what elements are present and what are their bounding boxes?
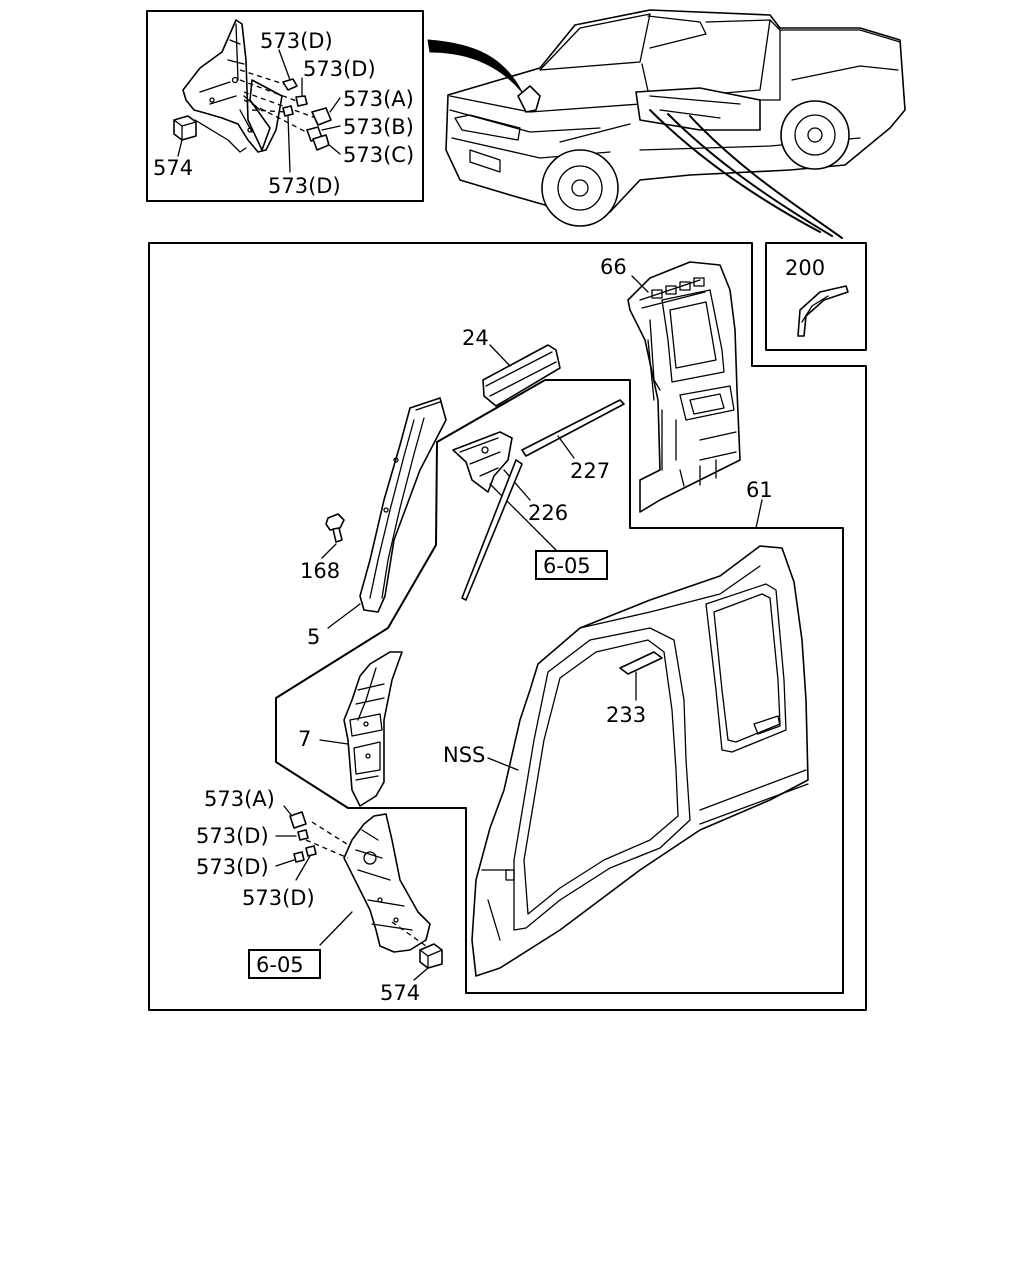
callout-168: 168 bbox=[300, 559, 340, 583]
clip-573d-c bbox=[282, 105, 294, 117]
clip-573d-lower-1 bbox=[297, 829, 309, 841]
callout-5: 5 bbox=[307, 625, 320, 649]
callout-573a-lower: 573(A) bbox=[204, 787, 275, 811]
ref-box-6-05-lower[interactable]: 6-05 bbox=[248, 949, 321, 979]
inset-box-clips: 573(D) 573(D) 573(A) 573(B) 573(C) 574 5… bbox=[146, 10, 424, 202]
lower-fender-assembly: 573(A) 573(D) 573(D) 573(D) 574 bbox=[196, 787, 443, 1005]
callout-573d-inset-3: 573(D) bbox=[268, 174, 341, 198]
block-574-inset bbox=[173, 115, 197, 141]
block-574-lower bbox=[419, 943, 443, 969]
callout-61: 61 bbox=[746, 478, 773, 502]
clip-573a-lower bbox=[289, 811, 307, 829]
callout-7: 7 bbox=[298, 727, 311, 751]
clip-573a-inset bbox=[311, 107, 332, 126]
part-226-bracket: 226 bbox=[452, 431, 568, 525]
callout-573d-lower-2: 573(D) bbox=[196, 855, 269, 879]
callout-200: 200 bbox=[785, 256, 825, 280]
part-24-roof-rail: 24 bbox=[462, 326, 561, 407]
callout-573d-lower-3: 573(D) bbox=[242, 886, 315, 910]
ref-box-6-05-upper[interactable]: 6-05 bbox=[489, 483, 608, 580]
inset-fender-drawing bbox=[182, 19, 283, 153]
clip-573d-a bbox=[282, 78, 298, 91]
callout-573a-inset: 573(A) bbox=[343, 87, 414, 111]
callout-227: 227 bbox=[570, 459, 610, 483]
part-5-a-pillar-upper: 5 bbox=[307, 397, 447, 649]
callout-574-inset: 574 bbox=[153, 156, 193, 180]
inset-pointer-arrow bbox=[427, 39, 523, 93]
part-168-bolt: 168 bbox=[300, 513, 345, 583]
part-61-side-panel: 233 61 NSS bbox=[443, 478, 809, 977]
pointer-lines-to-200 bbox=[649, 109, 843, 239]
clip-573d-b bbox=[295, 95, 308, 107]
callout-573d-inset-2: 573(D) bbox=[303, 57, 376, 81]
ref-6-05-upper-label: 6-05 bbox=[543, 554, 591, 578]
clip-573d-lower-2 bbox=[293, 851, 305, 863]
callout-573b-inset: 573(B) bbox=[343, 115, 414, 139]
ref-6-05-lower-label: 6-05 bbox=[256, 953, 304, 977]
part-233-pad: 233 bbox=[606, 651, 663, 727]
callout-573d-lower-1: 573(D) bbox=[196, 824, 269, 848]
callout-226: 226 bbox=[528, 501, 568, 525]
callout-573c-inset: 573(C) bbox=[343, 143, 414, 167]
part-227-strip: 227 bbox=[521, 399, 625, 483]
callout-24: 24 bbox=[462, 326, 489, 350]
pillar-trim-strip bbox=[461, 459, 523, 601]
box-200: 200 bbox=[765, 242, 867, 351]
main-frame-outline bbox=[148, 242, 867, 1011]
inner-group-outline bbox=[275, 379, 844, 994]
callout-574-lower: 574 bbox=[380, 981, 420, 1005]
truck-overview-drawing bbox=[445, 9, 906, 227]
callout-nss: NSS bbox=[443, 743, 485, 767]
callout-233: 233 bbox=[606, 703, 646, 727]
callout-66: 66 bbox=[600, 255, 627, 279]
clip-573d-lower-3 bbox=[305, 845, 317, 857]
callout-573d-inset-1: 573(D) bbox=[260, 29, 333, 53]
part-7-a-pillar-lower: 7 bbox=[298, 651, 403, 807]
part-66-rear-panel: 66 bbox=[600, 255, 741, 513]
